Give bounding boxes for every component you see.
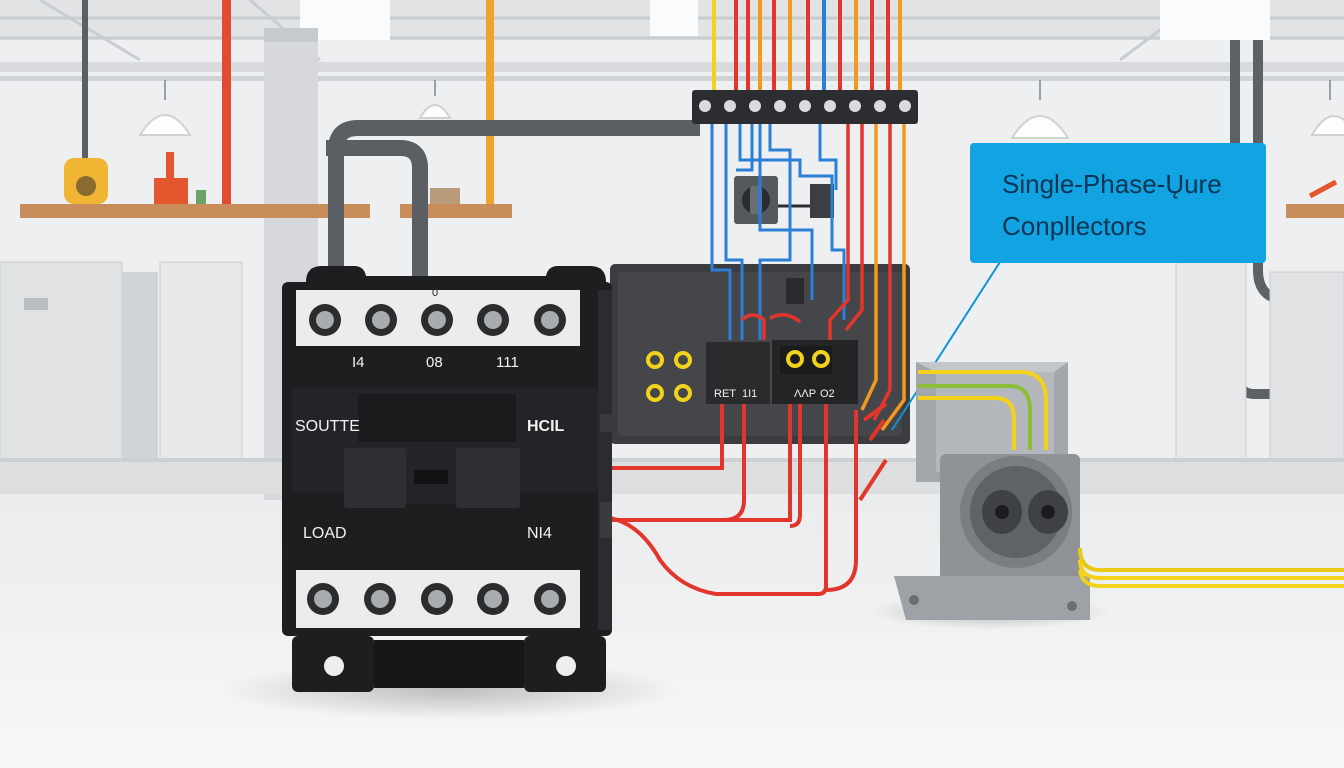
contactor-label-111: 111 — [496, 354, 519, 371]
dark-pipe — [82, 0, 88, 160]
actuator-left — [344, 448, 406, 508]
contactor-label-hcil: HCIL — [527, 418, 565, 435]
floor — [0, 470, 1344, 768]
orange-pipe — [486, 0, 494, 205]
bottom-screws — [307, 583, 566, 615]
yellow-wires — [918, 370, 1344, 588]
wall-shelf — [1286, 204, 1344, 218]
skylight — [650, 0, 698, 36]
relay — [810, 184, 834, 218]
panel-label-aap: ΛΛΡ — [794, 388, 817, 400]
callout-line-1: Single-Phase-Ųure — [1002, 169, 1222, 199]
callout-line-2: Conpllectors — [1002, 211, 1147, 241]
top-screws — [309, 304, 566, 336]
callout-leader — [891, 261, 1001, 431]
ceiling-pipe — [0, 62, 1344, 72]
contactor-top-mark: 0 — [432, 287, 439, 299]
contactor — [282, 266, 612, 692]
contactor-label-load: LOAD — [303, 525, 347, 542]
ceiling-lamps — [138, 80, 1344, 139]
contactor-label-i4: I4 — [352, 354, 365, 371]
panel-label-o2: O2 — [820, 388, 835, 400]
connector-base — [894, 576, 1090, 620]
counter — [0, 460, 1344, 494]
contactor-label-ni4: NI4 — [527, 525, 552, 542]
cabinet — [0, 261, 123, 469]
panel-label-ret: RET — [714, 388, 736, 400]
skylight — [1160, 0, 1270, 40]
control-block-left — [706, 342, 770, 404]
contactor-label-soutte: SOUTTE — [295, 418, 360, 435]
wall-shelf — [20, 204, 370, 218]
actuator-right — [456, 448, 520, 508]
ceiling-pipe-2 — [0, 76, 1344, 81]
red-wires-lower — [609, 402, 888, 596]
panel-label-1i1: 1I1 — [742, 388, 758, 400]
door — [1175, 261, 1247, 463]
door — [159, 261, 243, 469]
shelf-item — [154, 178, 188, 204]
red-pipe — [222, 0, 231, 205]
blue-wires — [710, 124, 846, 340]
cabinet — [1269, 271, 1344, 463]
contactor-label-08: 08 — [426, 354, 443, 371]
incoming-wires — [712, 0, 902, 90]
callout-box: Single-Phase-Ųure Conpllectors — [970, 143, 1266, 263]
